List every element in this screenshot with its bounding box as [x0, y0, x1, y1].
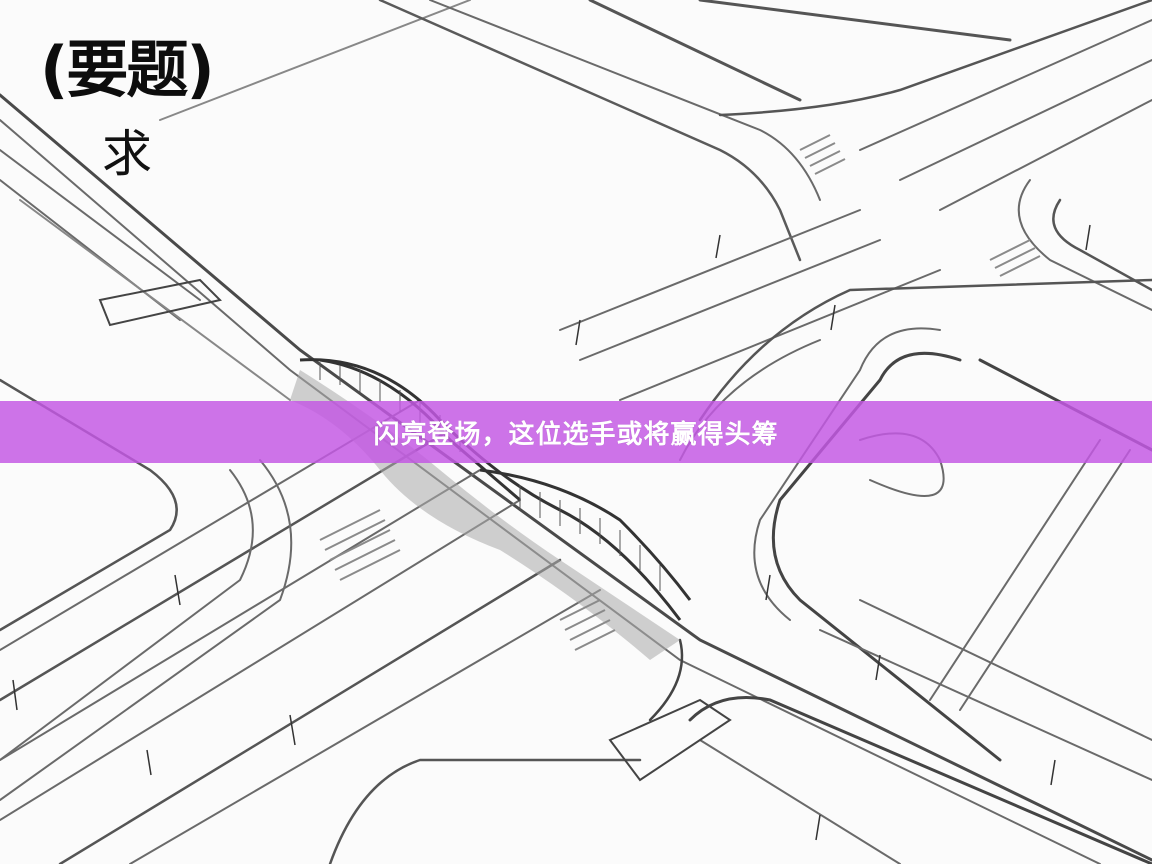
title-text: (要题) — [40, 33, 215, 106]
caption-text: 闪亮登场，这位选手或将赢得头筹 — [373, 419, 779, 450]
subtitle-text: 求 — [102, 125, 152, 183]
caption-banner: 闪亮登场，这位选手或将赢得头筹 — [0, 401, 1152, 463]
